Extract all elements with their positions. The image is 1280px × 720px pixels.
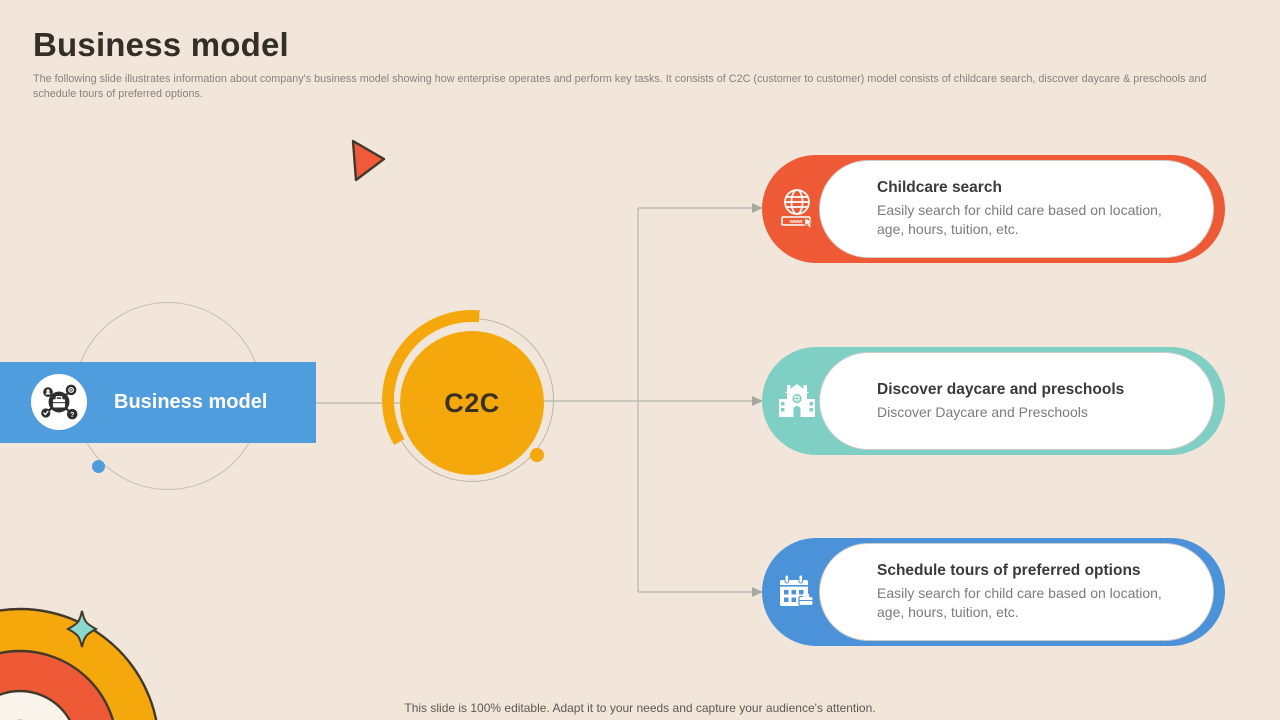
business-network-icon: ? (41, 384, 78, 420)
root-icon-badge: ? (31, 374, 87, 430)
root-node-label: Business model (114, 391, 268, 413)
branch-card-schedule-tours: Schedule tours of preferred options Easi… (762, 538, 1225, 646)
svg-text:www: www (789, 219, 804, 225)
page-title: Business model (33, 26, 289, 63)
schedule-calendar-icon (780, 574, 814, 607)
hub-accent-arc (382, 309, 480, 445)
branch-card-panel: Discover daycare and preschools Discover… (819, 352, 1214, 450)
slide-subtitle: The following slide illustrates informat… (33, 73, 1207, 100)
branch-description: Discover Daycare and Preschools (877, 403, 1088, 420)
branch-title: Discover daycare and preschools (877, 380, 1125, 398)
branch-card-discover-daycare: Discover daycare and preschools Discover… (762, 347, 1225, 455)
concentric-rings-decoration (0, 607, 158, 720)
sparkle-icon (65, 610, 99, 648)
svg-text:?: ? (70, 411, 74, 419)
branch-card-panel: Childcare search Easily search for child… (819, 160, 1214, 258)
daycare-building-icon (779, 384, 815, 417)
triangle-decoration-icon (351, 139, 386, 182)
branch-card-childcare-search: www Childcare search Easily search for c… (762, 155, 1225, 263)
branch-description: Easily search for child care based on lo… (877, 585, 1162, 620)
slide-footer-note: This slide is 100% editable. Adapt it to… (404, 701, 876, 715)
hub-accent-dot (530, 448, 544, 462)
branch-card-panel: Schedule tours of preferred options Easi… (819, 543, 1214, 641)
branch-title: Schedule tours of preferred options (877, 562, 1141, 580)
hub-label: C2C (444, 387, 500, 418)
branch-description: Easily search for child care based on lo… (877, 202, 1162, 237)
branch-title: Childcare search (877, 179, 1002, 197)
root-accent-dot (92, 460, 105, 473)
www-globe-icon: www (781, 189, 815, 229)
hub-node: C2C (400, 331, 544, 475)
